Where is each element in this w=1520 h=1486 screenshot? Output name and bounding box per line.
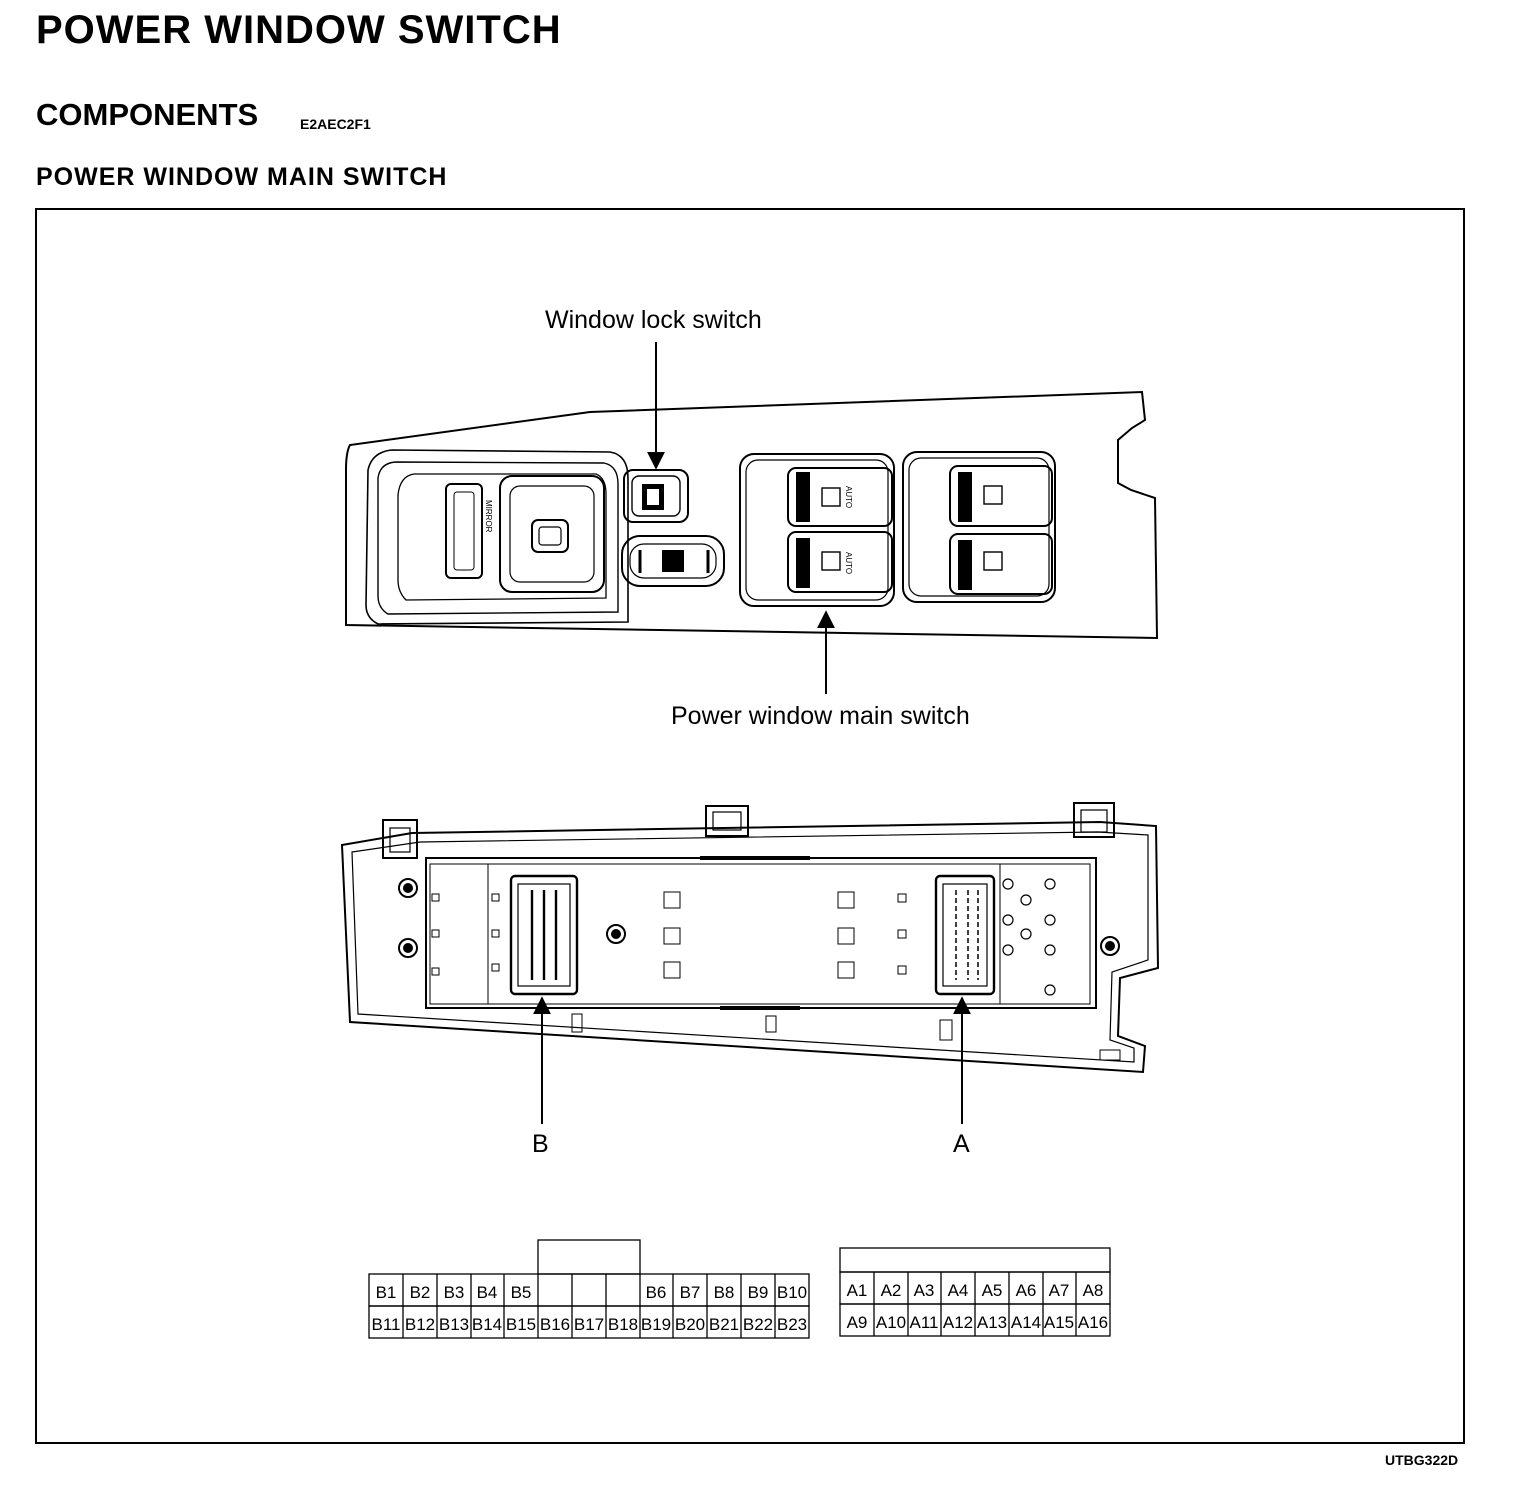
pin-a8: A8 (1083, 1281, 1104, 1300)
pin-b2: B2 (410, 1283, 431, 1302)
pin-b6: B6 (646, 1283, 667, 1302)
window-lock-switch-label: Window lock switch (545, 306, 762, 334)
main-switch-label: Power window main switch (671, 702, 970, 730)
connector-a-table (839, 1247, 1111, 1337)
pin-b3: B3 (444, 1283, 465, 1302)
page-title: POWER WINDOW SWITCH (36, 8, 562, 52)
pin-a15: A15 (1044, 1313, 1074, 1332)
pin-b20: B20 (675, 1315, 705, 1334)
pin-a9: A9 (847, 1313, 868, 1332)
switch-panel-top-view (345, 390, 1159, 640)
pin-b1: B1 (376, 1283, 397, 1302)
pin-b17: B17 (574, 1315, 604, 1334)
figure-code: UTBG322D (1385, 1452, 1459, 1468)
pin-b8: B8 (714, 1283, 735, 1302)
pin-a11: A11 (910, 1313, 939, 1332)
pin-a7: A7 (1049, 1281, 1070, 1300)
pin-b12: B12 (405, 1315, 435, 1334)
pin-b23: B23 (777, 1315, 807, 1334)
components-heading: COMPONENTS (36, 97, 259, 132)
pin-a3: A3 (914, 1281, 935, 1300)
pin-b16: B16 (540, 1315, 570, 1334)
pin-a14: A14 (1011, 1313, 1041, 1332)
pin-b15: B15 (506, 1315, 536, 1334)
pin-a1: A1 (847, 1281, 868, 1300)
pin-a10: A10 (876, 1313, 906, 1332)
pin-b7: B7 (680, 1283, 701, 1302)
connector-b-table (368, 1239, 810, 1339)
pin-a5: A5 (982, 1281, 1003, 1300)
pin-b18: B18 (608, 1315, 638, 1334)
pin-b11: B11 (372, 1315, 401, 1334)
pin-b4: B4 (477, 1283, 498, 1302)
auto-label-1: AUTO (844, 486, 853, 508)
pin-a6: A6 (1016, 1281, 1037, 1300)
diagram-frame (35, 208, 1465, 1444)
components-code: E2AEC2F1 (300, 116, 371, 132)
connector-b-pins: B1 B2 B3 B4 B5 B6 B7 B8 B9 B10 B11 B12 B… (372, 1283, 808, 1334)
connector-b-label: B (532, 1130, 549, 1158)
pin-a16: A16 (1078, 1313, 1108, 1332)
connector-a-label: A (953, 1130, 970, 1158)
pin-b14: B14 (472, 1315, 502, 1334)
auto-label-2: AUTO (844, 552, 853, 574)
pin-b21: B21 (709, 1315, 739, 1334)
mirror-label: MIRROR (484, 500, 493, 533)
pin-b19: B19 (641, 1315, 671, 1334)
pin-b5: B5 (511, 1283, 532, 1302)
pin-b13: B13 (439, 1315, 469, 1334)
pin-a12: A12 (943, 1313, 973, 1332)
pin-a2: A2 (881, 1281, 902, 1300)
connector-a-pins: A1 A2 A3 A4 A5 A6 A7 A8 A9 A10 A11 A12 A… (847, 1281, 1109, 1332)
pin-b9: B9 (748, 1283, 769, 1302)
pin-a4: A4 (948, 1281, 969, 1300)
pin-a13: A13 (977, 1313, 1007, 1332)
pin-b22: B22 (743, 1315, 773, 1334)
pin-b10: B10 (777, 1283, 807, 1302)
section-heading: POWER WINDOW MAIN SWITCH (36, 163, 448, 191)
switch-panel-bottom-view (340, 802, 1160, 1074)
